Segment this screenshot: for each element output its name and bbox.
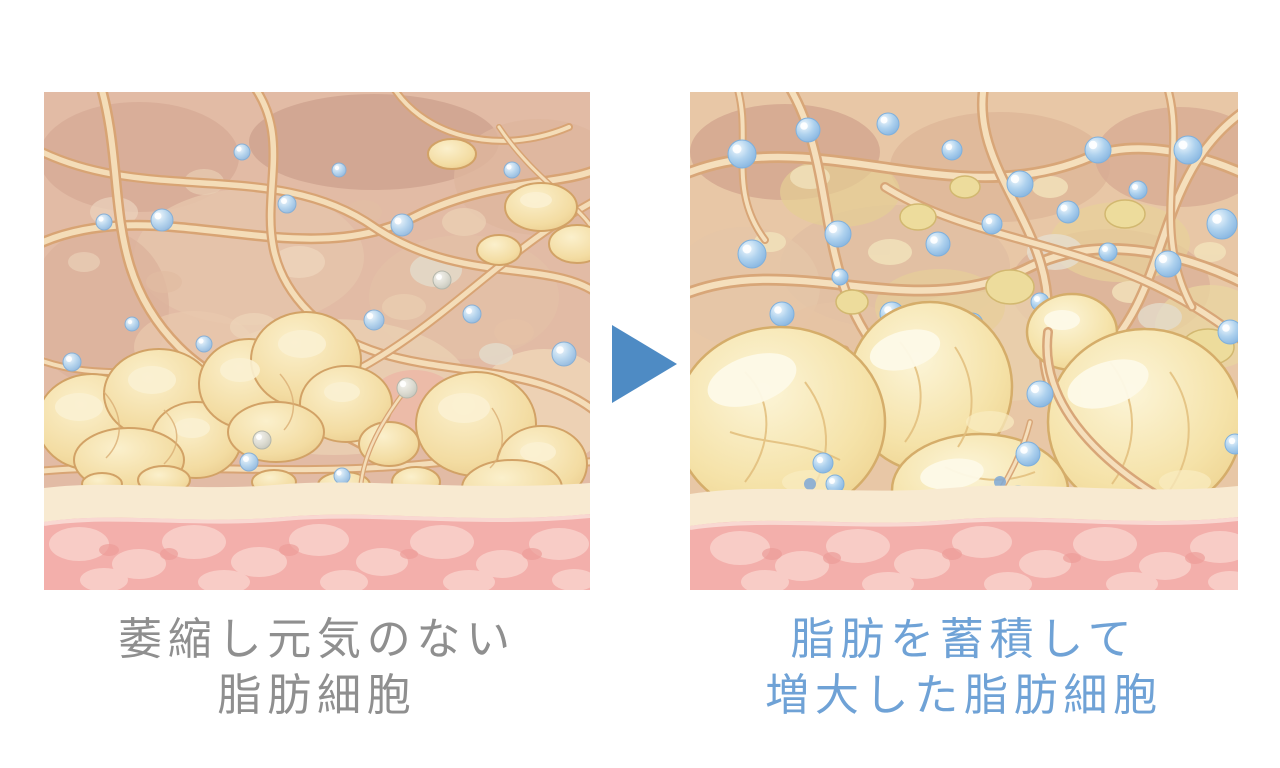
before-caption: 萎縮し元気のない 脂肪細胞 xyxy=(4,612,630,724)
after-caption-line-1: 脂肪を蓄積して xyxy=(790,615,1138,664)
enlarged-fat-cells-illustration xyxy=(690,92,1238,590)
shrunken-fat-cells-illustration xyxy=(44,92,590,590)
transition-arrow xyxy=(612,325,677,403)
before-panel: 萎縮し元気のない 脂肪細胞 xyxy=(44,92,590,720)
arrow-right-icon xyxy=(612,325,677,403)
shrunken-fat-cells-art xyxy=(44,92,590,590)
after-caption: 脂肪を蓄積して 増大した脂肪細胞 xyxy=(650,612,1278,724)
before-caption-line-2: 脂肪細胞 xyxy=(217,671,417,720)
enlarged-fat-cells-art xyxy=(690,92,1238,590)
after-panel: 脂肪を蓄積して 増大した脂肪細胞 xyxy=(690,92,1238,720)
before-caption-line-1: 萎縮し元気のない xyxy=(118,615,516,664)
after-caption-line-2: 増大した脂肪細胞 xyxy=(765,671,1163,720)
